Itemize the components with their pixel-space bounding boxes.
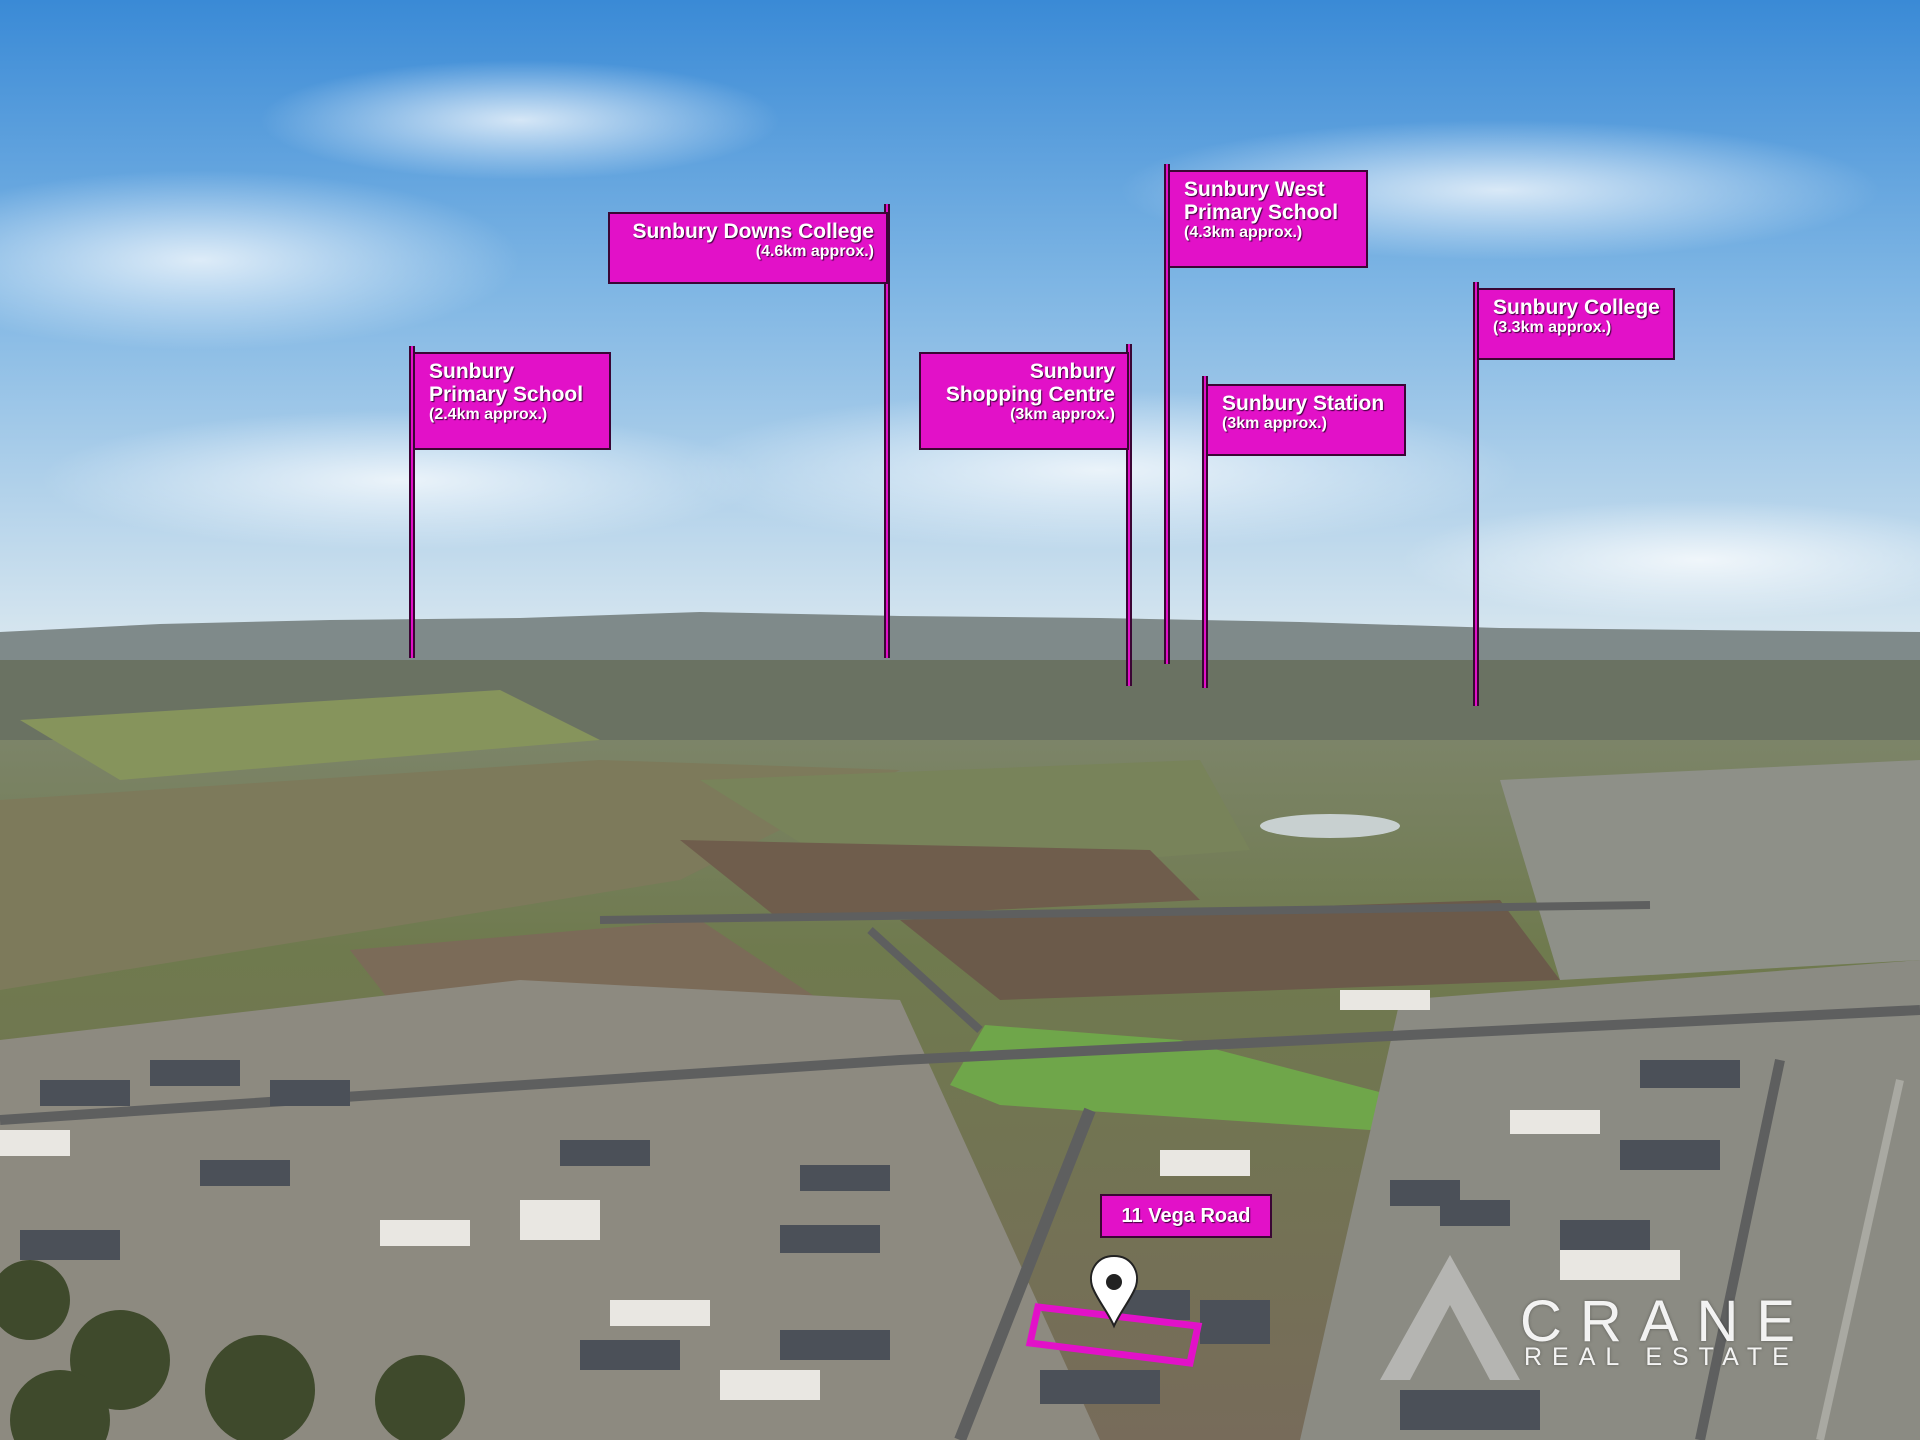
flag-pole	[1473, 282, 1479, 706]
flag-distance: (3km approx.)	[1010, 406, 1115, 424]
flag-name: Sunbury Downs College	[632, 220, 874, 243]
flag-sunbury-downs-college: Sunbury Downs College (4.6km approx.)	[608, 212, 888, 284]
flag-sunbury-college: Sunbury College (3.3km approx.)	[1477, 288, 1675, 360]
flag-distance: (2.4km approx.)	[429, 406, 548, 424]
brand-logo-subtext: REAL ESTATE	[1524, 1343, 1799, 1371]
flag-sunbury-station: Sunbury Station (3km approx.)	[1206, 384, 1406, 456]
flag-name: Sunbury Shopping Centre	[945, 360, 1115, 407]
property-address-label: 11 Vega Road	[1100, 1194, 1272, 1238]
property-lot-outline	[1025, 1303, 1203, 1367]
flag-distance: (3km approx.)	[1222, 415, 1327, 433]
map-pin-icon	[1090, 1254, 1138, 1329]
flag-pole	[884, 204, 890, 658]
flag-pole	[1126, 344, 1132, 686]
flag-pole	[1164, 164, 1170, 664]
brand-logo-text: CRANE	[1520, 1289, 1814, 1354]
flag-sunbury-primary-school: Sunbury Primary School (2.4km approx.)	[413, 352, 611, 450]
flag-name: Sunbury Station	[1222, 392, 1385, 415]
flag-distance: (3.3km approx.)	[1493, 319, 1612, 337]
flag-distance: (4.6km approx.)	[755, 243, 874, 261]
flag-pole	[1202, 376, 1208, 688]
flag-distance: (4.3km approx.)	[1184, 224, 1303, 242]
flag-name: Sunbury Primary School	[429, 360, 584, 407]
flag-name: Sunbury College	[1493, 296, 1660, 319]
flag-name: Sunbury West Primary School	[1184, 178, 1339, 225]
flag-sunbury-west-primary-school: Sunbury West Primary School (4.3km appro…	[1168, 170, 1368, 268]
flag-sunbury-shopping-centre: Sunbury Shopping Centre (3km approx.)	[919, 352, 1129, 450]
logo-mark-icon	[1380, 1255, 1520, 1380]
flag-pole	[409, 346, 415, 658]
